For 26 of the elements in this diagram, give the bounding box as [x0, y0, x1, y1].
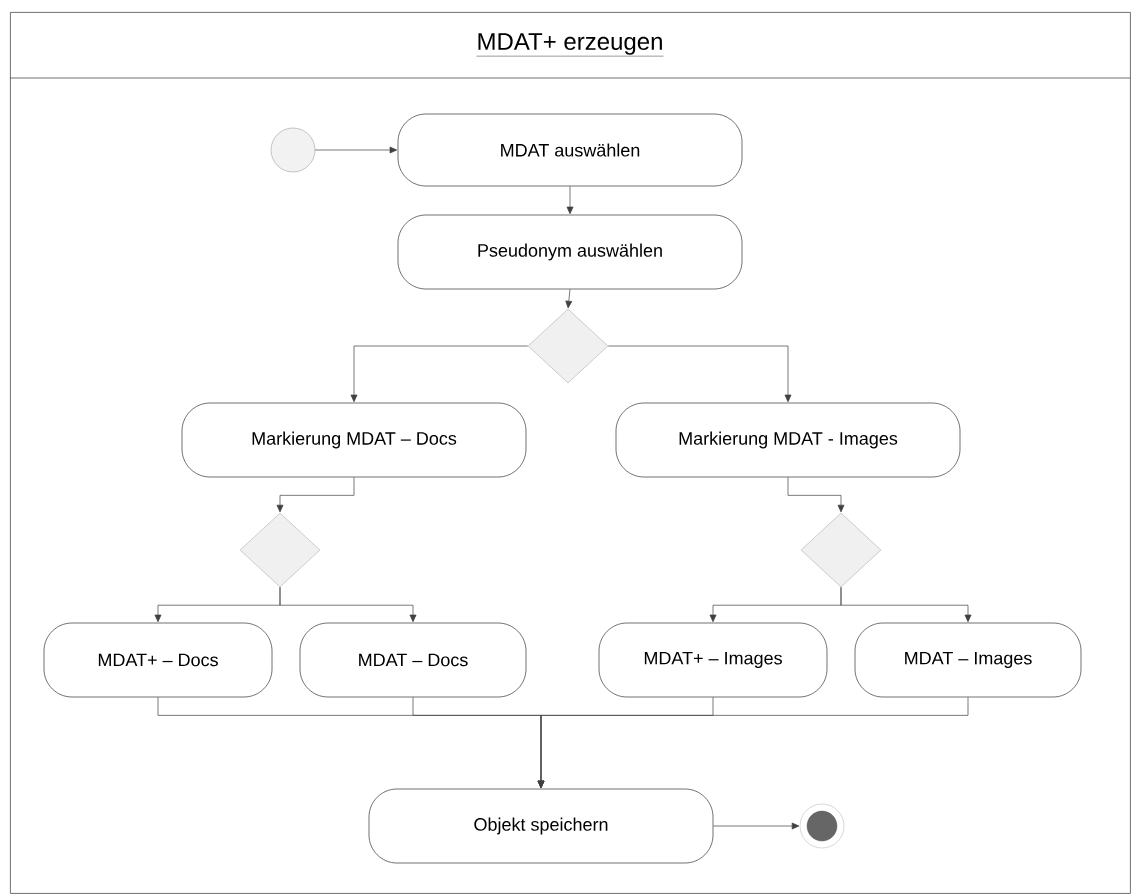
arrow — [566, 186, 574, 215]
decision-diamond — [800, 512, 882, 588]
arrow — [607, 345, 792, 403]
action-box: Markierung MDAT – Docs — [181, 402, 527, 478]
action-box: MDAT auswählen — [397, 113, 743, 187]
decision-diamond — [527, 308, 609, 384]
arrow — [314, 146, 398, 154]
action-box: MDAT+ – Images — [598, 622, 828, 698]
start-node — [270, 127, 316, 173]
action-box: Markierung MDAT - Images — [615, 402, 961, 478]
end-node — [799, 803, 845, 849]
arrow — [350, 345, 529, 403]
action-box: MDAT+ – Docs — [43, 622, 273, 698]
arrow — [565, 289, 573, 309]
frame-title: MDAT+ erzeugen — [476, 33, 664, 57]
arrow — [537, 697, 969, 789]
arrow — [713, 822, 800, 830]
action-box: MDAT – Docs — [299, 622, 527, 698]
arrow — [787, 477, 845, 513]
action-box: Pseudonym auswählen — [397, 214, 743, 290]
arrow — [279, 586, 417, 623]
arrow — [276, 477, 355, 513]
decision-diamond — [239, 512, 321, 588]
action-box: MDAT – Images — [854, 622, 1082, 698]
arrow — [840, 586, 972, 623]
action-box: Objekt speichern — [368, 788, 714, 864]
